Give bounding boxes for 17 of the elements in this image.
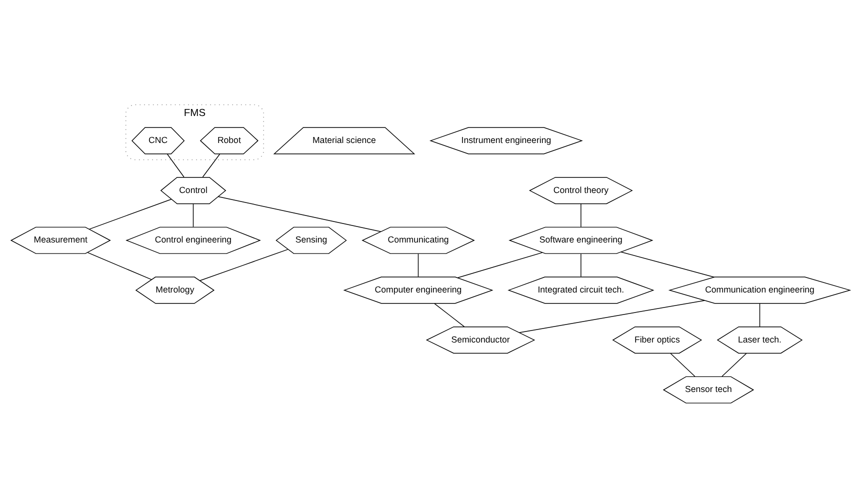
connector <box>166 154 184 178</box>
connector <box>580 253 582 278</box>
connector <box>518 300 705 333</box>
connector <box>87 252 152 280</box>
connector <box>88 198 172 230</box>
connector <box>620 252 714 278</box>
connector <box>670 353 696 377</box>
connector <box>202 154 220 178</box>
connector <box>759 303 760 327</box>
connector <box>722 353 747 377</box>
connector <box>192 204 194 228</box>
connector <box>200 249 288 281</box>
connector <box>580 204 582 228</box>
connector <box>218 196 382 232</box>
connector <box>457 252 543 278</box>
connector <box>434 303 465 328</box>
connector <box>418 253 419 278</box>
